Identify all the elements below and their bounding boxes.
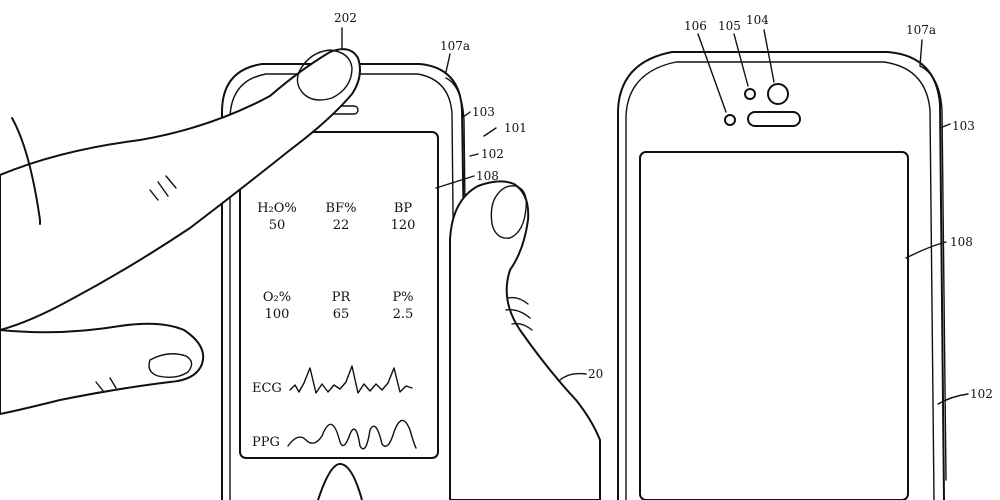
leader-101 <box>483 127 497 137</box>
metric-value-bp: 120 <box>391 218 416 233</box>
ecg-waveform <box>289 365 413 394</box>
index-finger <box>0 48 361 331</box>
leader-107a <box>445 53 451 73</box>
metric-label-bp: BP <box>394 201 413 216</box>
leader-103-right <box>939 123 951 129</box>
ref-108: 108 <box>476 169 499 183</box>
metric-label-bf: BF% <box>326 201 357 216</box>
ref-105: 105 <box>718 19 741 33</box>
thumb-lower <box>0 322 205 415</box>
metric-value-p: 2.5 <box>393 307 414 322</box>
leader-103 <box>461 111 471 119</box>
leader-106 <box>697 33 727 113</box>
earpiece-right <box>747 111 801 127</box>
phone-edge-right <box>919 65 947 481</box>
side-thumbnail <box>490 185 527 239</box>
phone-edge-left <box>445 77 469 471</box>
leader-102-right <box>937 393 969 405</box>
leader-105 <box>733 33 749 87</box>
right-figure: 106 105 104 107a 103 108 102 <box>617 13 993 500</box>
metric-value-o2: 100 <box>265 307 290 322</box>
ref-106: 106 <box>684 19 707 33</box>
leader-104 <box>763 29 775 83</box>
side-thumb <box>449 180 601 500</box>
sensor-106 <box>724 114 736 126</box>
phone-bezel-right <box>625 61 935 500</box>
side-thumb-creases <box>505 296 533 331</box>
thumb-creases <box>95 377 117 393</box>
ppg-label: PPG <box>252 435 280 450</box>
camera-104 <box>767 83 789 105</box>
ecg-label: ECG <box>252 381 282 396</box>
leader-20 <box>559 372 587 381</box>
home-button-left <box>317 463 363 500</box>
sensor-105 <box>744 88 756 100</box>
leader-108-right <box>905 241 947 259</box>
thumb-nail <box>148 353 193 379</box>
metric-grid: H₂O% 50 BF% 22 BP 120 O₂% 100 PR 65 P% 2… <box>257 201 415 322</box>
display-left <box>239 131 439 459</box>
metric-value-h2o: 50 <box>269 218 286 233</box>
metric-value-bf: 22 <box>333 218 350 233</box>
ref-102-right: 102 <box>970 387 993 401</box>
left-figure: H₂O% 50 BF% 22 BP 120 O₂% 100 PR 65 P% 2… <box>0 11 603 500</box>
ppg-waveform <box>287 419 417 450</box>
metric-value-pr: 65 <box>333 307 350 322</box>
ref-107a-right: 107a <box>906 23 936 37</box>
ref-102: 102 <box>481 147 504 161</box>
ref-104: 104 <box>746 13 769 27</box>
leader-108 <box>435 175 475 189</box>
ref-202: 202 <box>334 11 357 25</box>
index-fingernail <box>296 49 353 101</box>
hand-outline-top <box>11 117 41 225</box>
metric-label-o2: O₂% <box>263 290 291 305</box>
ref-108-right: 108 <box>950 235 973 249</box>
phone-outer-right <box>617 51 945 500</box>
ref-107a: 107a <box>440 39 470 53</box>
display-right <box>639 151 909 500</box>
metric-label-pr: PR <box>332 290 352 305</box>
knuckle-creases <box>149 175 177 201</box>
ref-101: 101 <box>504 121 527 135</box>
leader-107a-right <box>919 39 923 67</box>
metric-label-h2o: H₂O% <box>257 201 297 216</box>
ref-103-right: 103 <box>952 119 975 133</box>
phone-bezel-left <box>229 73 457 500</box>
ref-103: 103 <box>472 105 495 119</box>
ref-20: 20 <box>588 367 603 381</box>
leader-102 <box>469 153 479 157</box>
metric-label-p: P% <box>392 290 413 305</box>
